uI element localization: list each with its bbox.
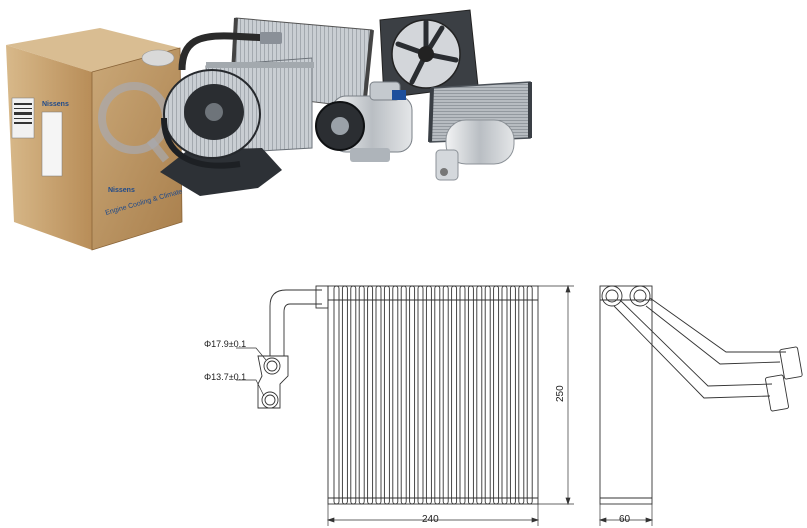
- evaporator-tube: [467, 285, 474, 505]
- evaporator-tube: [417, 285, 424, 505]
- spec-label: [41, 111, 63, 177]
- dimension-height-label: 250: [555, 385, 566, 402]
- technical-drawing: [236, 284, 803, 526]
- evaporator-tube: [367, 285, 374, 505]
- evaporator-tube: [501, 285, 508, 505]
- box-side-brand: Nissens: [108, 187, 135, 194]
- evaporator-tube: [442, 285, 449, 505]
- evaporator-tube: [341, 285, 348, 505]
- evaporator-tube: [459, 285, 466, 505]
- product-photo: Nissens Nissens Engine Cooling & Climate: [6, 9, 532, 251]
- hose-image: [178, 32, 269, 71]
- evaporator-tube: [425, 285, 432, 505]
- evaporator-tube: [383, 285, 390, 505]
- blower-motor-image: [160, 69, 282, 196]
- evaporator-pipes: [269, 285, 329, 356]
- dimension-depth-label: 60: [619, 514, 631, 525]
- cooling-fan-image: [379, 9, 479, 99]
- evaporator-tube: [451, 285, 458, 505]
- evaporator-tube: [375, 285, 382, 505]
- evaporator-tube: [509, 285, 516, 505]
- receiver-drier-image: [435, 119, 515, 181]
- evaporator-tube: [358, 285, 365, 505]
- pipe-inner-diameter-label: Φ13.7±0.1: [204, 372, 246, 382]
- evaporator-side-view: [599, 285, 803, 505]
- pipe-fitting-block: [257, 355, 289, 409]
- dimension-width-label: 240: [422, 514, 439, 525]
- evaporator-tube: [333, 285, 340, 505]
- evaporator-tube: [518, 285, 525, 505]
- compressor-image: [315, 81, 413, 162]
- evaporator-tube: [493, 285, 500, 505]
- evaporator-tube: [409, 285, 416, 505]
- evaporator-tube: [484, 285, 491, 505]
- evaporator-tube: [434, 285, 441, 505]
- evaporator-tube: [392, 285, 399, 505]
- evaporator-front-view: [327, 285, 539, 505]
- evaporator-tube: [400, 285, 407, 505]
- evaporator-tube: [526, 285, 533, 505]
- cardboard-box: Nissens Nissens Engine Cooling & Climate: [6, 28, 183, 251]
- dimension-lines: [236, 284, 654, 526]
- evaporator-tube: [476, 285, 483, 505]
- box-brand: Nissens: [42, 101, 69, 108]
- evaporator-tube: [350, 285, 357, 505]
- pipe-outer-diameter-label: Φ17.9±0.1: [204, 339, 246, 349]
